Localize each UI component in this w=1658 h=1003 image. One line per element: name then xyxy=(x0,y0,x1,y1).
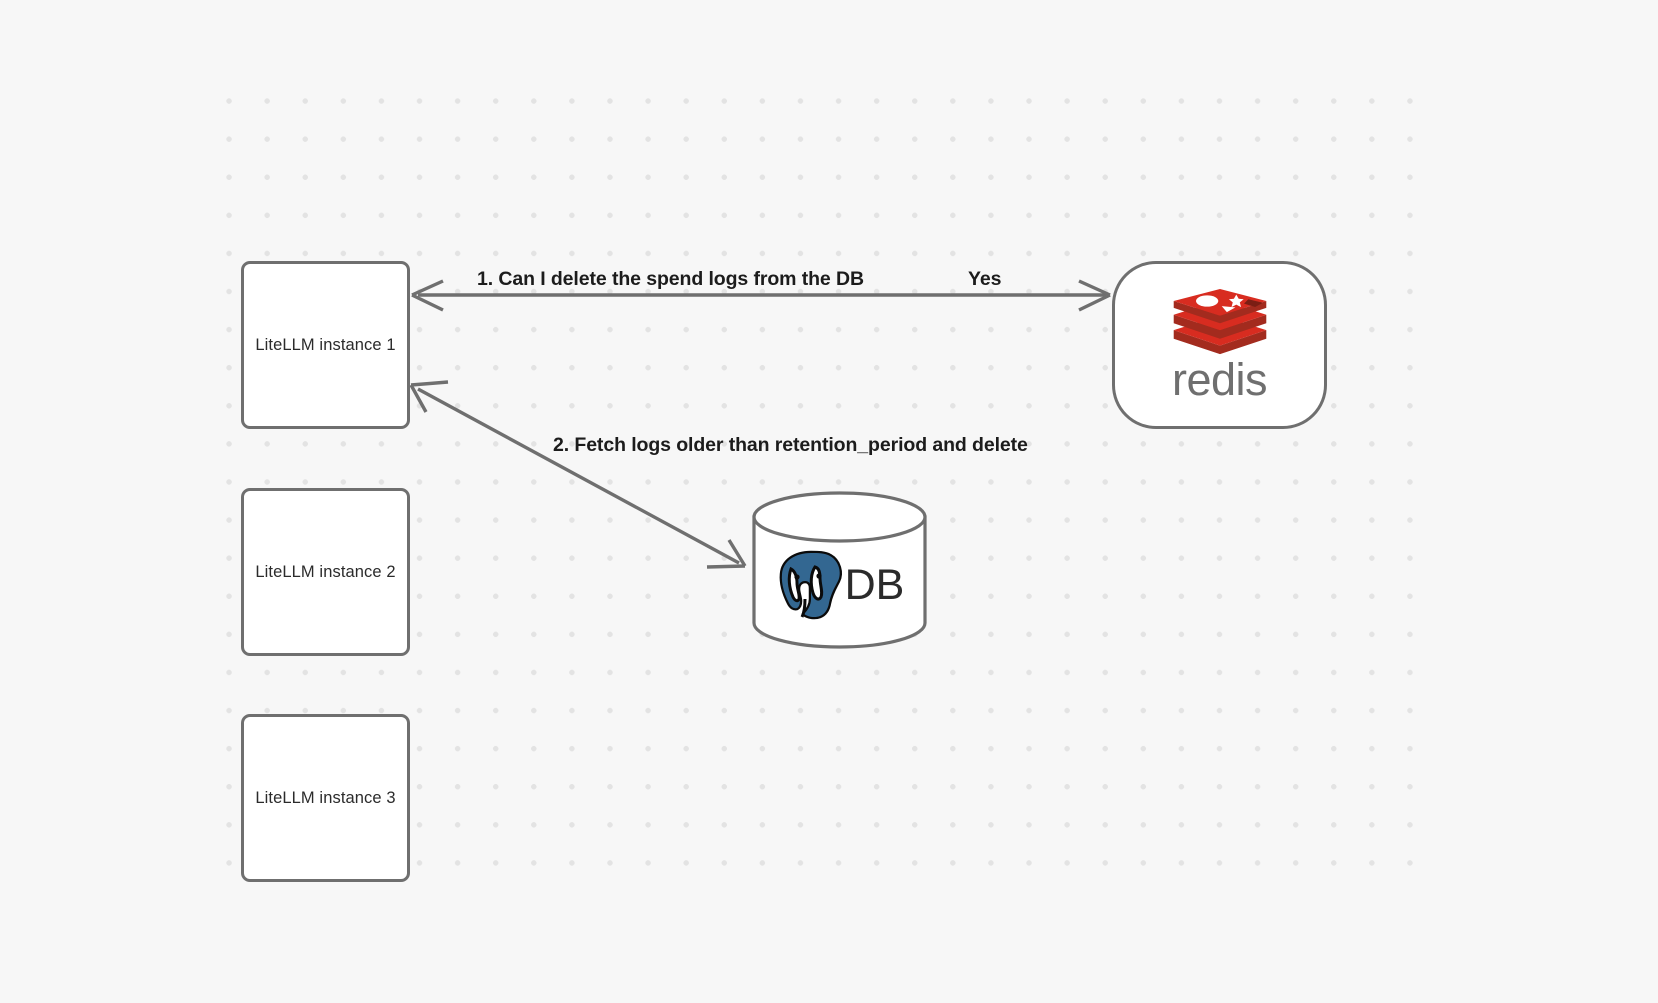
edge-label-step-1: 1. Can I delete the spend logs from the … xyxy=(477,268,864,290)
node-litellm-instance-2-label: LiteLLM instance 2 xyxy=(255,562,396,581)
postgresql-elephant-icon xyxy=(779,550,842,620)
node-database[interactable]: DB xyxy=(751,490,928,650)
edge-litellm1-database xyxy=(409,380,747,569)
redis-wordmark: redis xyxy=(1171,353,1268,405)
node-litellm-instance-1-label: LiteLLM instance 1 xyxy=(255,335,396,354)
redis-stacked-cubes-icon xyxy=(1173,288,1266,354)
node-litellm-instance-3-label: LiteLLM instance 3 xyxy=(255,788,396,807)
node-litellm-instance-3[interactable]: LiteLLM instance 3 xyxy=(241,714,410,882)
database-label: DB xyxy=(844,560,905,609)
node-redis[interactable]: redis xyxy=(1112,261,1327,429)
database-logo-row: DB xyxy=(751,545,928,625)
edge-label-step-1-response: Yes xyxy=(968,268,1002,290)
node-litellm-instance-2[interactable]: LiteLLM instance 2 xyxy=(241,488,410,656)
node-litellm-instance-1[interactable]: LiteLLM instance 1 xyxy=(241,261,410,429)
edge-label-step-2: 2. Fetch logs older than retention_perio… xyxy=(553,434,1028,456)
